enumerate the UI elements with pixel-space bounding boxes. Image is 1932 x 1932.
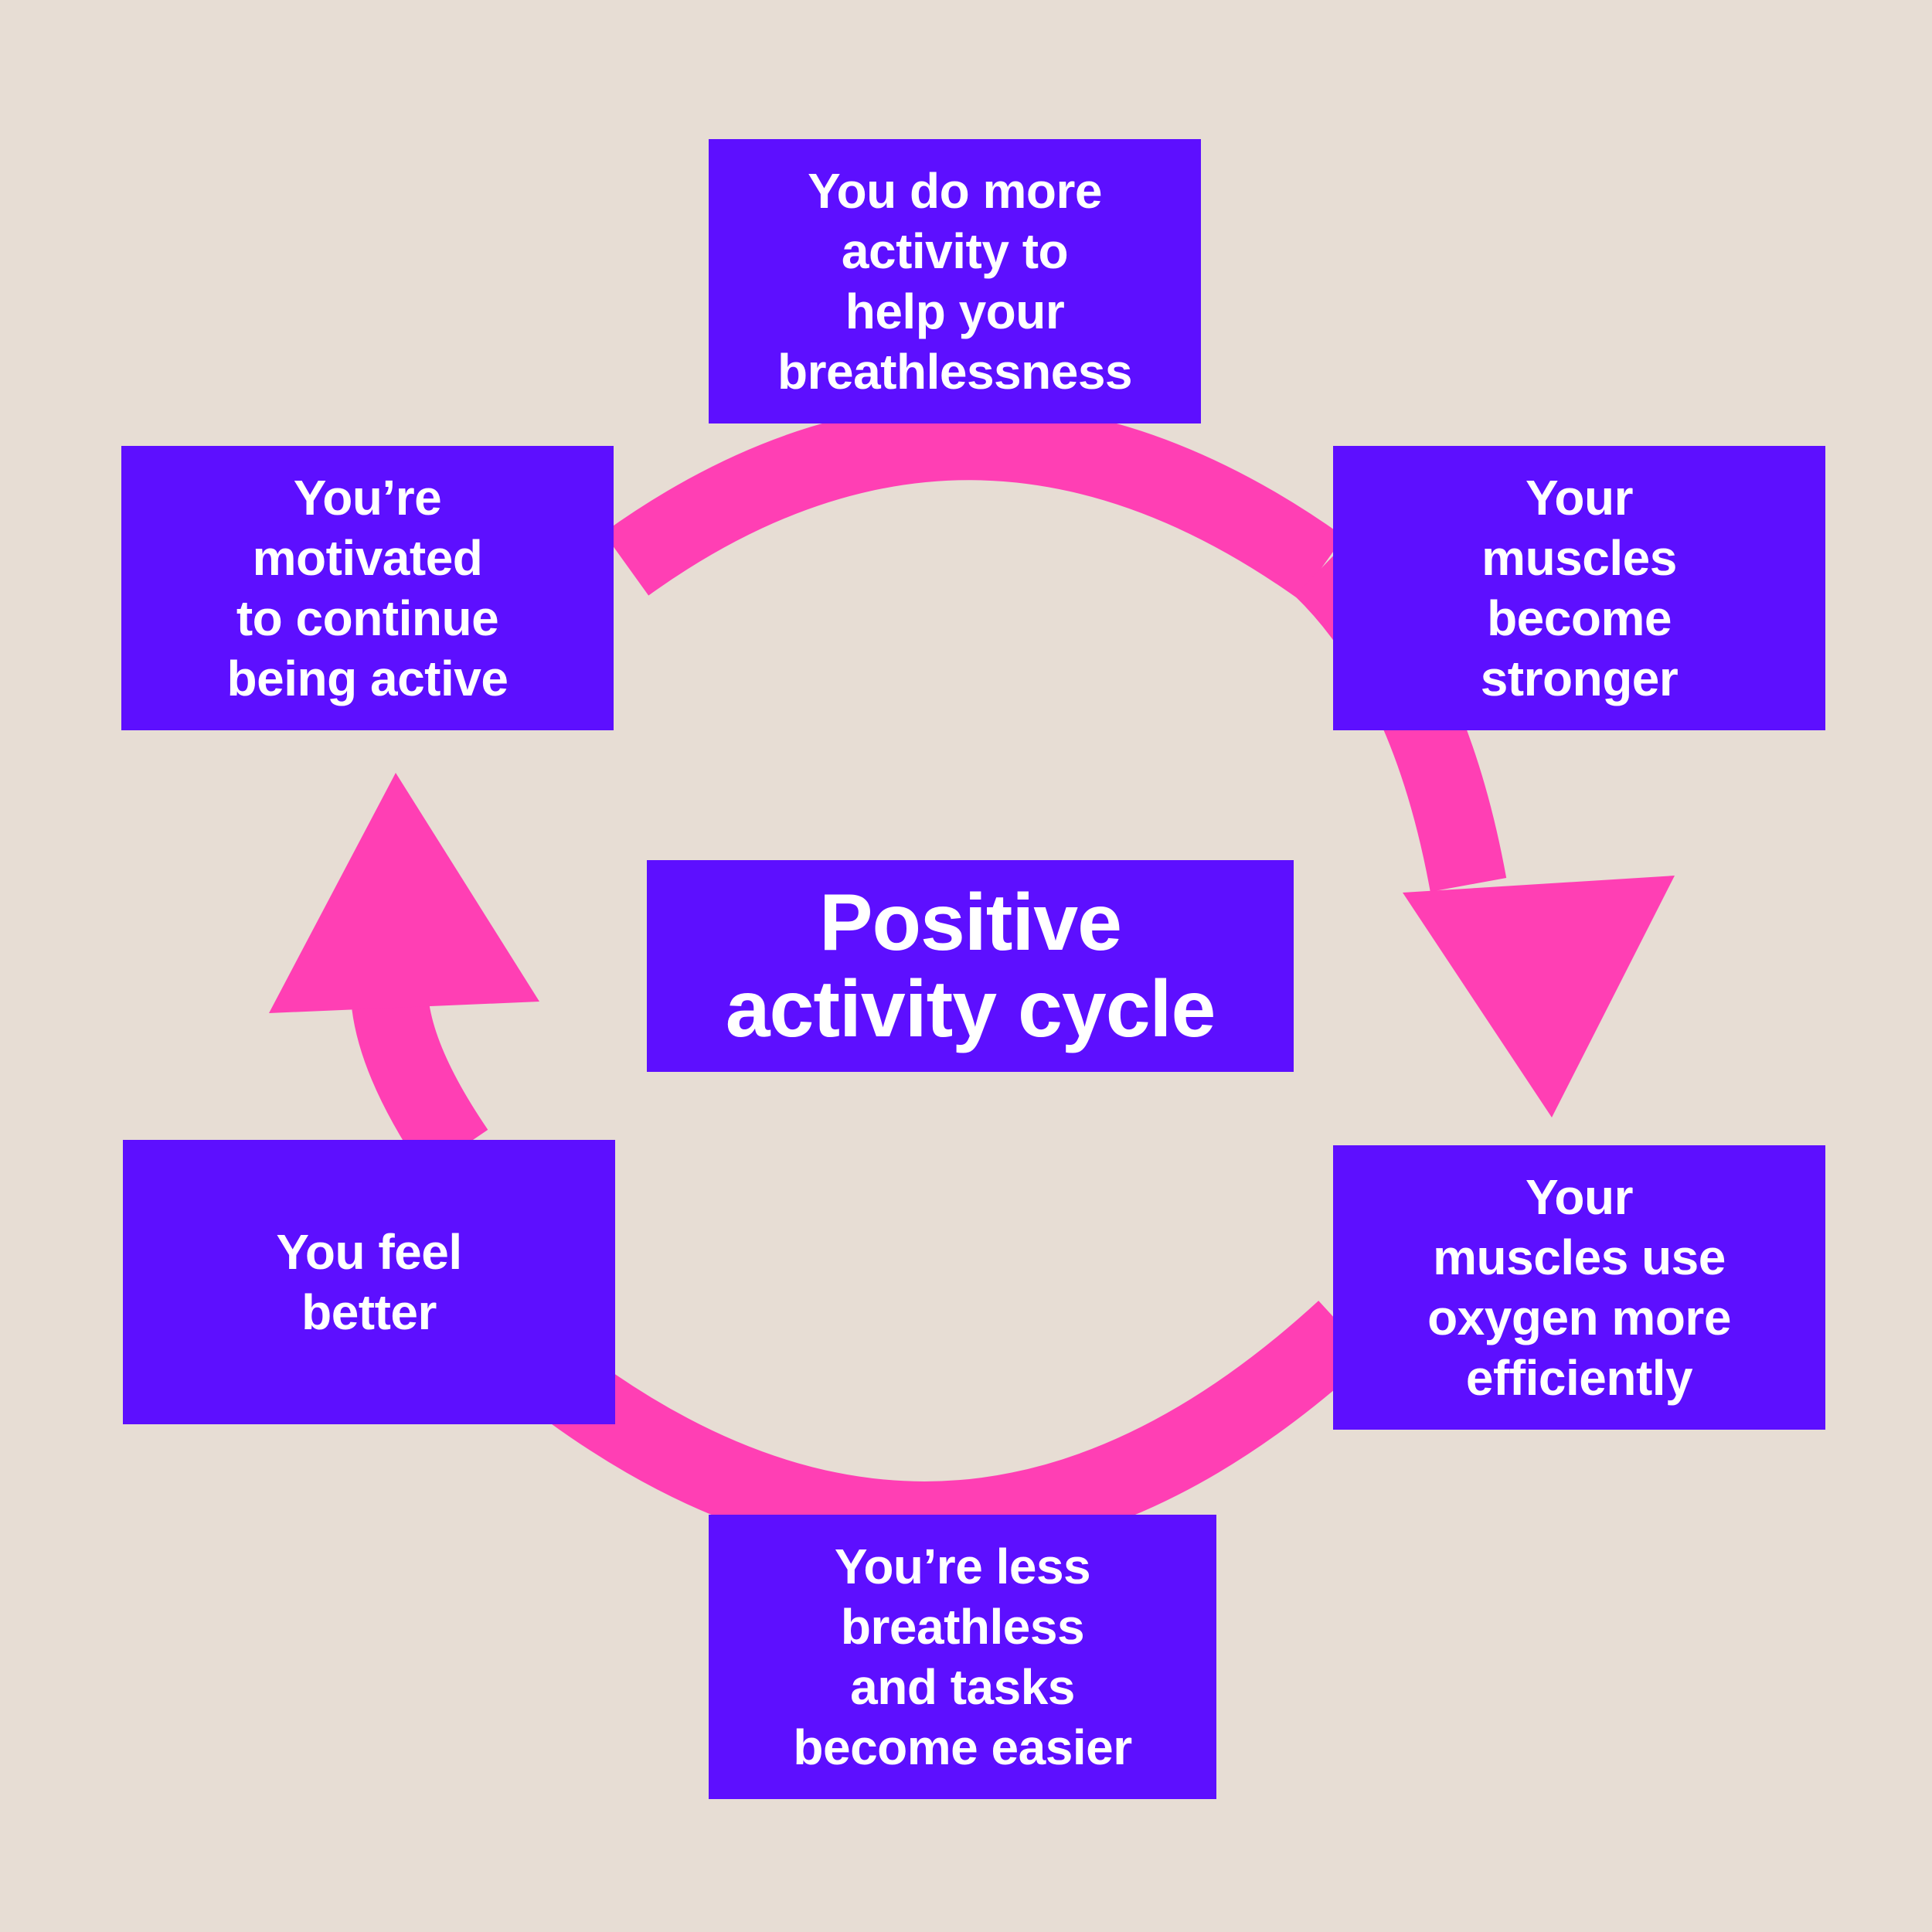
step-label-bottom-left: You feel better [276, 1224, 462, 1340]
arrow-arc-top [603, 403, 1345, 600]
step-box-top: You do more activity to help your breath… [709, 139, 1201, 423]
center-title-box: Positive activity cycle [647, 860, 1294, 1072]
step-label-bottom-right: Your muscles use oxygen more efficiently [1427, 1169, 1731, 1406]
step-box-top-right: Your muscles become stronger [1333, 446, 1825, 730]
arrow-head-up [269, 773, 539, 1013]
step-box-bottom-left: You feel better [123, 1140, 615, 1424]
arrow-arc-bottom [549, 1301, 1371, 1559]
step-label-bottom: You’re less breathless and tasks become … [793, 1539, 1132, 1775]
step-box-top-left: You’re motivated to continue being activ… [121, 446, 614, 730]
step-label-top: You do more activity to help your breath… [777, 163, 1133, 400]
arrow-head-down [1403, 876, 1675, 1117]
step-box-bottom: You’re less breathless and tasks become … [709, 1515, 1216, 1799]
step-label-top-left: You’re motivated to continue being activ… [226, 470, 509, 706]
center-title: Positive activity cycle [725, 878, 1216, 1054]
step-box-bottom-right: Your muscles use oxygen more efficiently [1333, 1145, 1825, 1430]
step-label-top-right: Your muscles become stronger [1480, 470, 1679, 706]
arrow-arc-left-side [352, 998, 488, 1174]
